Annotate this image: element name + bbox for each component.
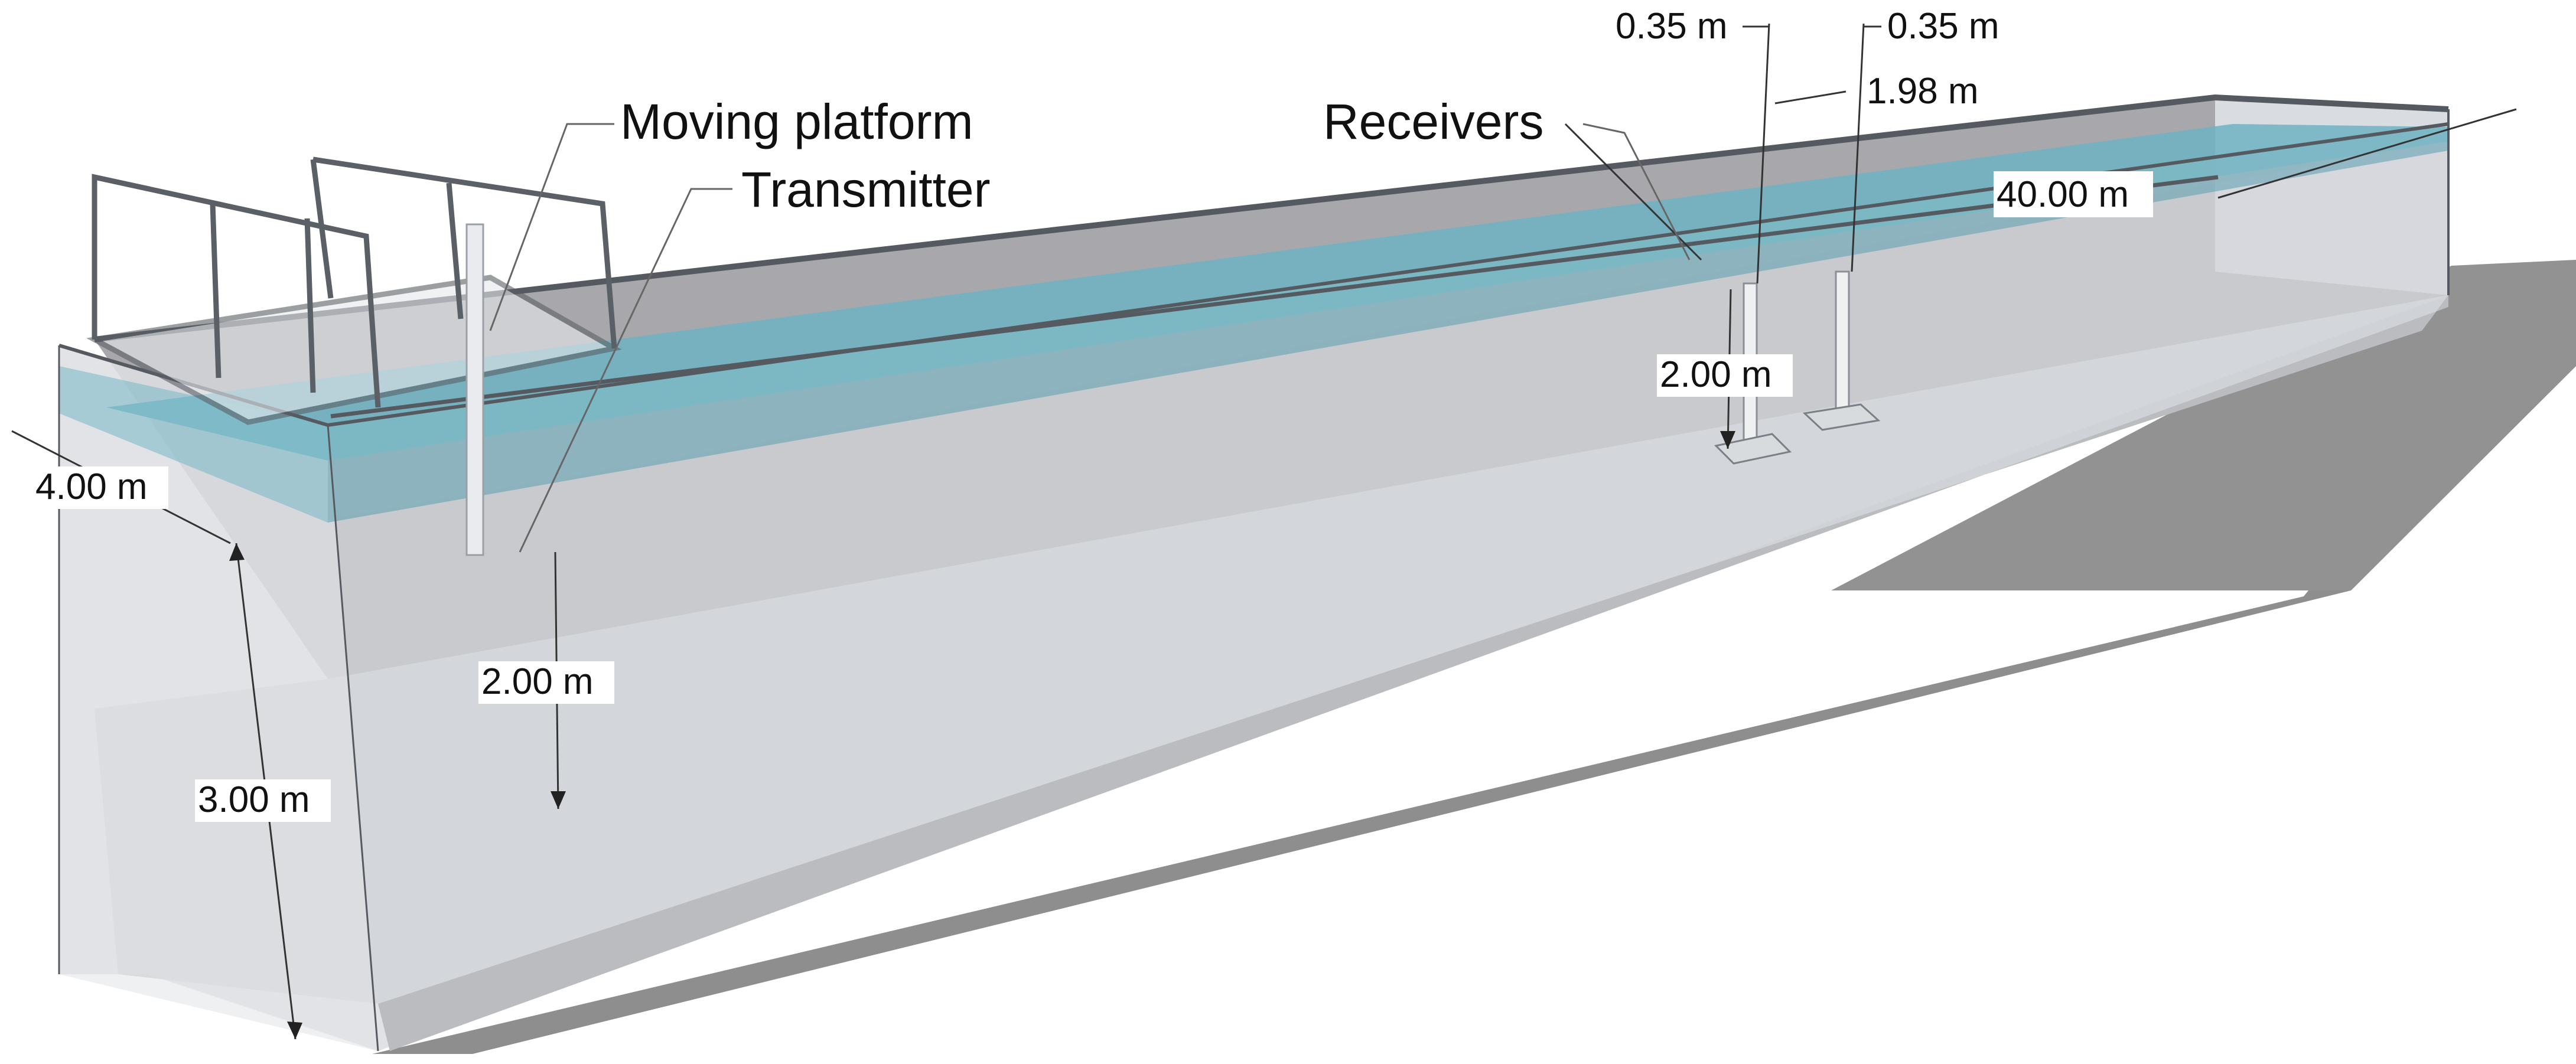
moving-platform	[86, 156, 622, 425]
svg-text:2.00 m: 2.00 m	[1660, 354, 1772, 395]
svg-text:Moving platform: Moving platform	[620, 94, 973, 149]
tank-rails	[58, 94, 2450, 1052]
svg-text:3.00 m: 3.00 m	[198, 779, 310, 820]
svg-text:40.00 m: 40.00 m	[1997, 174, 2129, 215]
svg-text:Transmitter: Transmitter	[741, 162, 991, 217]
svg-text:1.98 m: 1.98 m	[1867, 71, 1979, 112]
svg-text:4.00 m: 4.00 m	[35, 466, 148, 507]
svg-text:0.35 m: 0.35 m	[1616, 6, 1728, 47]
svg-text:0.35 m: 0.35 m	[1887, 6, 1999, 47]
label-transmitter: Transmitter	[741, 162, 991, 217]
dim-transmitter-depth: 2.00 m	[478, 661, 614, 704]
svg-text:Receivers: Receivers	[1323, 94, 1543, 149]
dim-receiver-offset-left: 0.35 m	[1613, 6, 1743, 48]
dim-receiver-depth: 2.00 m	[1657, 354, 1793, 397]
label-receivers: Receivers	[1323, 94, 1543, 149]
ground-shadow	[372, 260, 2576, 1054]
svg-text:2.00 m: 2.00 m	[481, 661, 594, 702]
dim-tank-length: 40.00 m	[1994, 171, 2153, 217]
dim-tank-width: 4.00 m	[32, 466, 168, 509]
arrow-heads	[229, 431, 1735, 1039]
label-moving-platform: Moving platform	[620, 94, 973, 149]
callout-leaders	[489, 123, 1691, 553]
transmitter-pole	[465, 223, 484, 556]
dim-receiver-spacing: 1.98 m	[1864, 71, 1994, 113]
dim-tank-height: 3.00 m	[195, 779, 331, 822]
dim-receiver-offset-right: 0.35 m	[1884, 6, 2014, 48]
